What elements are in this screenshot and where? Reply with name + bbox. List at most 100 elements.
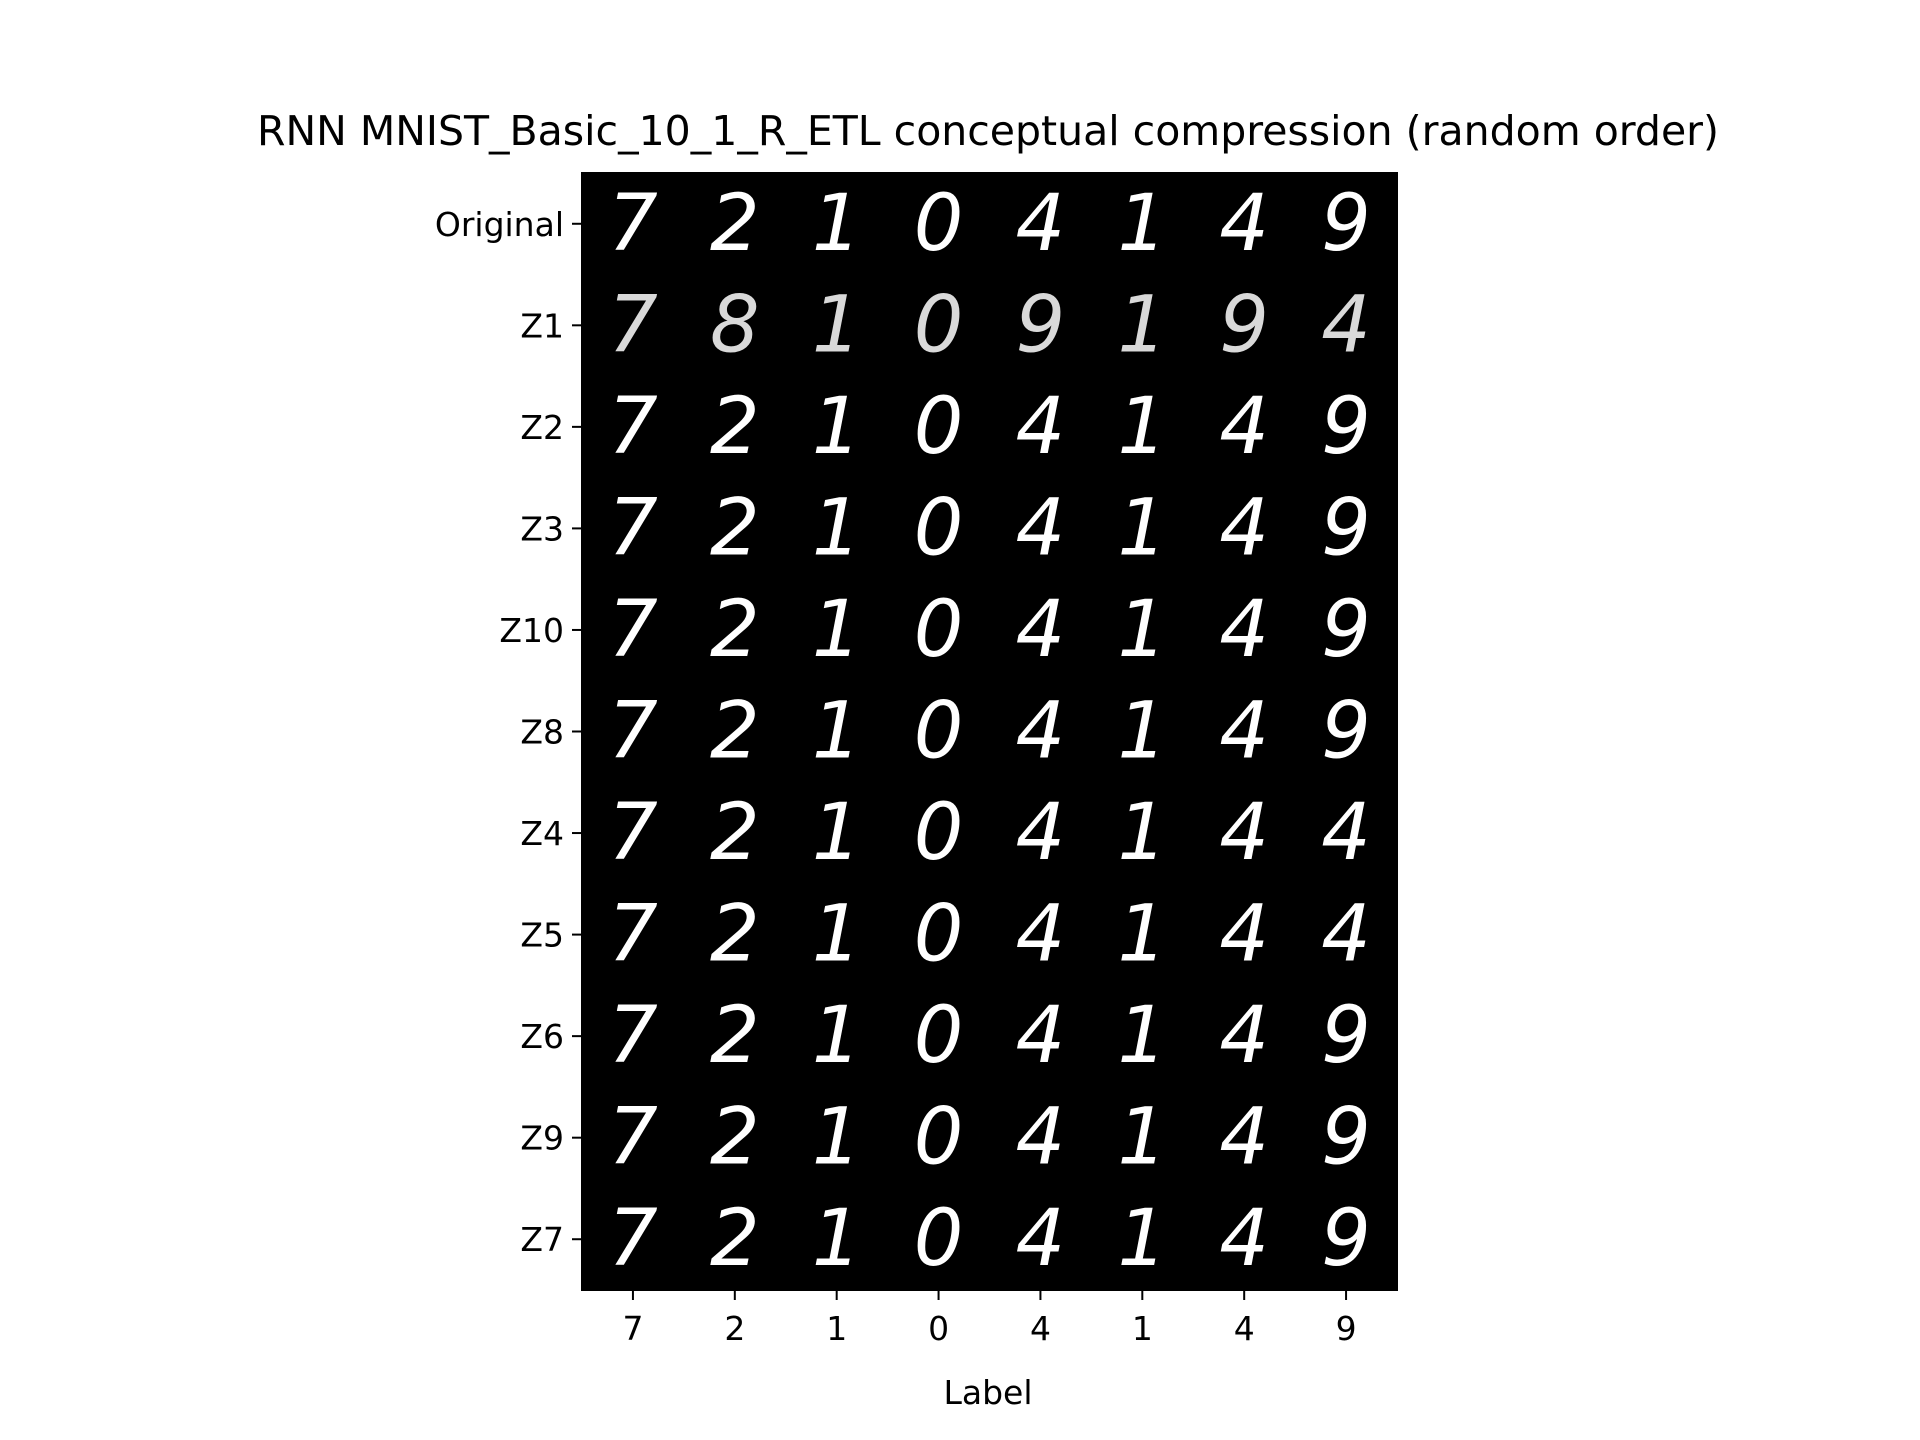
digit-cell: 0 [914,991,964,1081]
digit-cell: 2 [710,483,760,573]
digit-cell: 1 [812,1194,862,1284]
digit-cell: 4 [1016,1093,1066,1183]
x-tick-label: 4 [1234,1309,1255,1348]
digit-cell: 4 [1219,382,1269,472]
digit-cell: 4 [1016,991,1066,1081]
chart-title: RNN MNIST_Basic_10_1_R_ETL conceptual co… [257,107,1719,155]
digit-cell: 0 [914,280,964,370]
digit-cell: 0 [914,687,964,777]
digit-cell: 9 [1321,382,1371,472]
digit-cell: 1 [812,382,862,472]
digit-cell: 8 [710,280,760,370]
digit-cell: 4 [1016,788,1066,878]
digit-cell: 4 [1016,890,1066,980]
digit-cell: 2 [710,890,760,980]
digit-cell: 1 [812,991,862,1081]
digit-cell: 4 [1016,179,1066,269]
digit-cell: 0 [914,1093,964,1183]
digit-cell: 2 [710,687,760,777]
digit-cell: 9 [1321,1093,1371,1183]
x-axis-label: Label [943,1373,1032,1412]
digit-cell: 1 [812,179,862,269]
digit-cell: 1 [812,280,862,370]
digit-cell: 9 [1321,687,1371,777]
digit-cell: 4 [1016,1194,1066,1284]
digit-cell: 1 [1117,280,1167,370]
digit-cell: 1 [1117,1194,1167,1284]
digit-cell: 7 [608,483,658,573]
digit-cell: 4 [1016,687,1066,777]
digit-cell: 1 [812,483,862,573]
digit-cell: 9 [1016,280,1066,370]
digit-cell: 9 [1321,179,1371,269]
x-tick-label: 9 [1336,1309,1357,1348]
y-tick-label: Z6 [520,1017,564,1056]
digit-cell: 4 [1219,1093,1269,1183]
digit-cell: 0 [914,585,964,675]
y-tick-label: Z5 [520,916,564,955]
digit-cell: 0 [914,1194,964,1284]
digit-cell: 4 [1219,179,1269,269]
x-tick-label: 1 [826,1309,847,1348]
y-tick-label: Z3 [520,509,564,548]
digit-cell: 7 [608,788,658,878]
digit-cell: 2 [710,1194,760,1284]
digit-cell: 1 [812,687,862,777]
digit-cell: 4 [1219,585,1269,675]
digit-cell: 7 [608,585,658,675]
digit-cell: 4 [1219,991,1269,1081]
digit-cell: 2 [710,991,760,1081]
digit-cell: 9 [1321,1194,1371,1284]
digit-cell: 0 [914,788,964,878]
digit-cell: 4 [1219,1194,1269,1284]
digit-cell: 9 [1219,280,1269,370]
digit-cell: 7 [608,179,658,269]
digit-cell: 4 [1321,280,1371,370]
digit-cell: 1 [1117,382,1167,472]
digit-cell: 7 [608,890,658,980]
digit-cell: 4 [1219,788,1269,878]
digit-cell: 2 [710,1093,760,1183]
digit-cell: 1 [812,788,862,878]
digit-cell: 9 [1321,991,1371,1081]
y-tick-label: Z2 [520,408,564,447]
digit-cell: 4 [1016,382,1066,472]
digit-cell: 7 [608,1093,658,1183]
image-grid-background [581,172,1398,1291]
digit-cell: 0 [914,382,964,472]
digit-cell: 0 [914,483,964,573]
digit-cell: 1 [1117,991,1167,1081]
digit-cell: 4 [1219,687,1269,777]
digit-cell: 7 [608,280,658,370]
digit-cell: 0 [914,179,964,269]
digit-cell: 4 [1219,890,1269,980]
digit-cell: 1 [812,890,862,980]
digit-cell: 7 [608,1194,658,1284]
digit-cell: 4 [1219,483,1269,573]
y-tick-label: Original [435,205,564,244]
digit-cell: 4 [1016,483,1066,573]
digit-cell: 7 [608,991,658,1081]
y-tick-label: Z1 [520,306,564,345]
x-tick-label: 2 [724,1309,745,1348]
x-tick-label: 4 [1030,1309,1051,1348]
digit-cell: 1 [812,585,862,675]
y-tick-label: Z10 [499,611,564,650]
digit-cell: 1 [1117,483,1167,573]
digit-cell: 1 [1117,179,1167,269]
digit-cell: 4 [1321,788,1371,878]
digit-cell: 2 [710,382,760,472]
digit-cell: 2 [710,788,760,878]
digit-cell: 7 [608,687,658,777]
digit-cell: 1 [1117,1093,1167,1183]
digit-cell: 7 [608,382,658,472]
digit-cell: 4 [1016,585,1066,675]
digit-cell: 2 [710,585,760,675]
digit-cell: 2 [710,179,760,269]
digit-cell: 0 [914,890,964,980]
y-tick-label: Z8 [520,713,564,752]
digit-cell: 1 [1117,687,1167,777]
y-tick-label: Z9 [520,1119,564,1158]
